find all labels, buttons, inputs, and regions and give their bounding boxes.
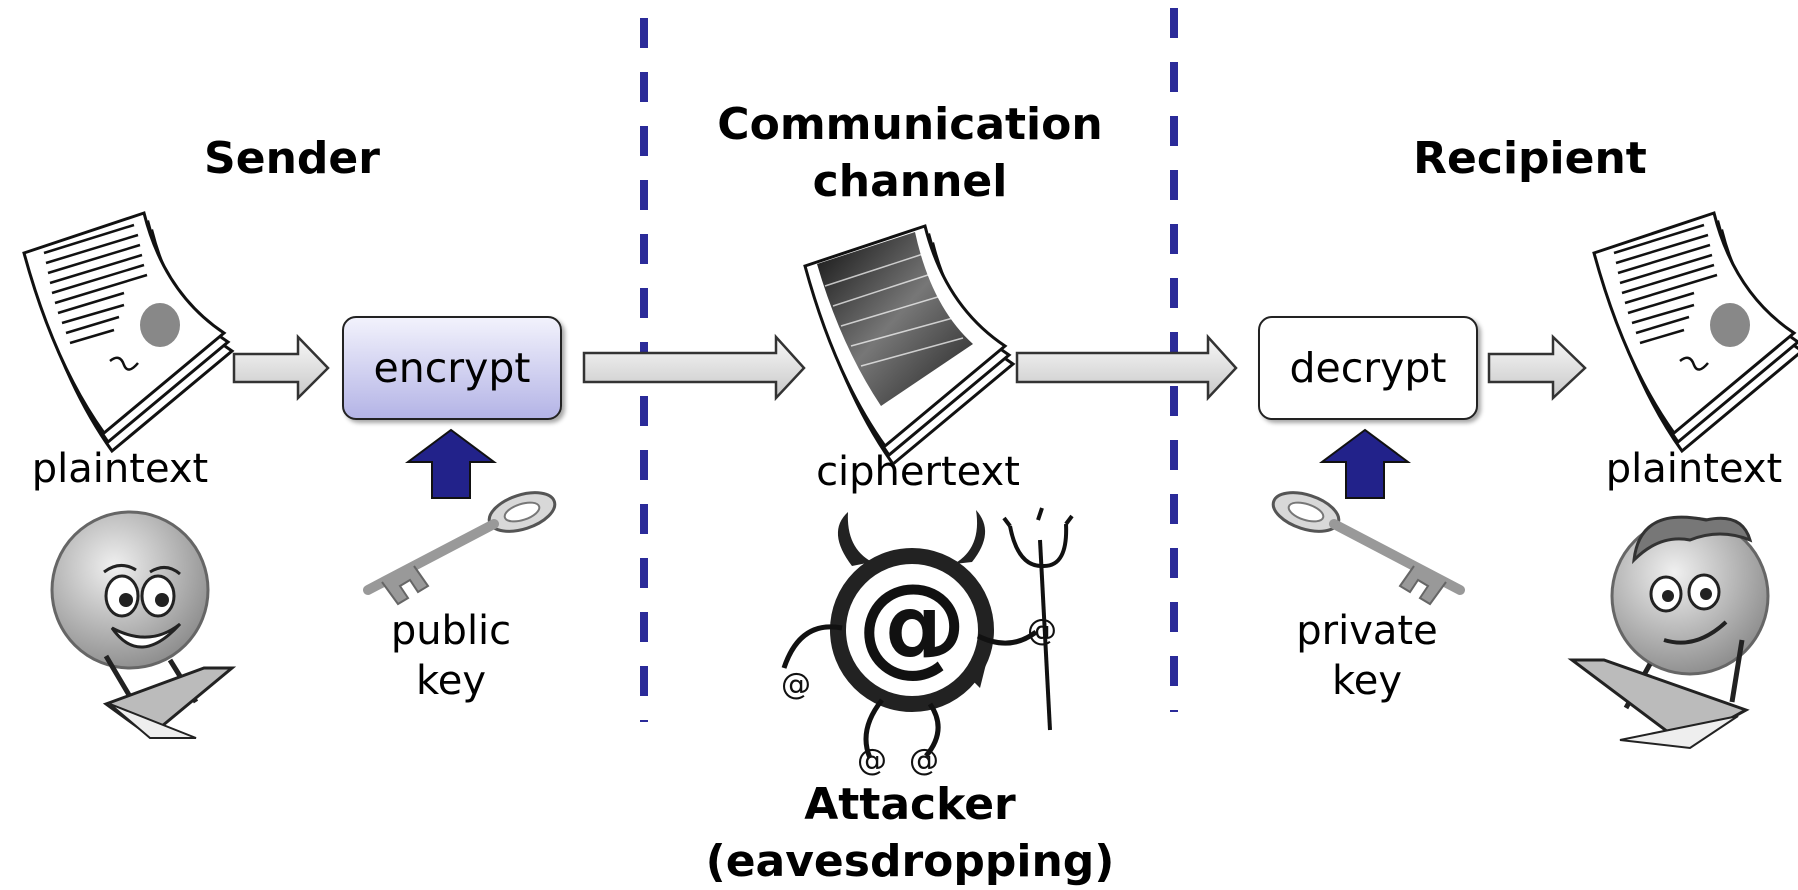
- sender-heading: Sender: [204, 133, 380, 184]
- ciphertext-label: ciphertext: [816, 449, 1020, 495]
- attacker-label-line2: (eavesdropping): [705, 836, 1115, 887]
- recipient-heading: Recipient: [1413, 133, 1647, 184]
- decrypt-label: decrypt: [1289, 344, 1447, 392]
- plaintext-document-right-icon: [1592, 211, 1798, 454]
- private-key-up-arrow: [1318, 428, 1412, 499]
- encrypt-label: encrypt: [373, 344, 531, 392]
- public-key-up-arrow: [404, 428, 498, 499]
- decrypt-box: decrypt: [1258, 316, 1478, 420]
- public-key-icon: [363, 491, 557, 606]
- encrypt-box: encrypt: [342, 316, 562, 420]
- svg-text:@: @: [909, 743, 939, 778]
- svg-text:@: @: [857, 743, 887, 778]
- svg-text:@: @: [1027, 613, 1057, 648]
- arrow-encrypt-to-ciphertext: [582, 333, 806, 402]
- private-key-label-line1: private: [1296, 608, 1438, 654]
- channel-heading-line1: Communication: [717, 99, 1103, 150]
- recipient-character-icon: [1567, 515, 1770, 750]
- svg-text:@: @: [857, 560, 967, 688]
- sender-character-icon: [50, 510, 237, 739]
- svg-text:@: @: [781, 667, 811, 702]
- arrow-plaintext-to-encrypt: [232, 333, 330, 402]
- arrow-ciphertext-to-decrypt: [1015, 333, 1238, 402]
- plaintext-document-left-icon: [22, 211, 235, 454]
- attacker-icon: @ @ @ @ @: [781, 507, 1074, 778]
- public-key-label-line1: public: [390, 608, 512, 654]
- arrow-decrypt-to-plaintext: [1487, 334, 1587, 401]
- plaintext-label-right: plaintext: [1605, 446, 1783, 492]
- plaintext-label-left: plaintext: [31, 446, 209, 492]
- attacker-label-line1: Attacker: [804, 779, 1016, 830]
- ciphertext-document-icon: [803, 224, 1016, 467]
- public-key-label-line2: key: [415, 658, 487, 704]
- channel-heading-line2: channel: [812, 156, 1008, 207]
- private-key-label-line2: key: [1331, 658, 1403, 704]
- private-key-icon: [1271, 491, 1465, 606]
